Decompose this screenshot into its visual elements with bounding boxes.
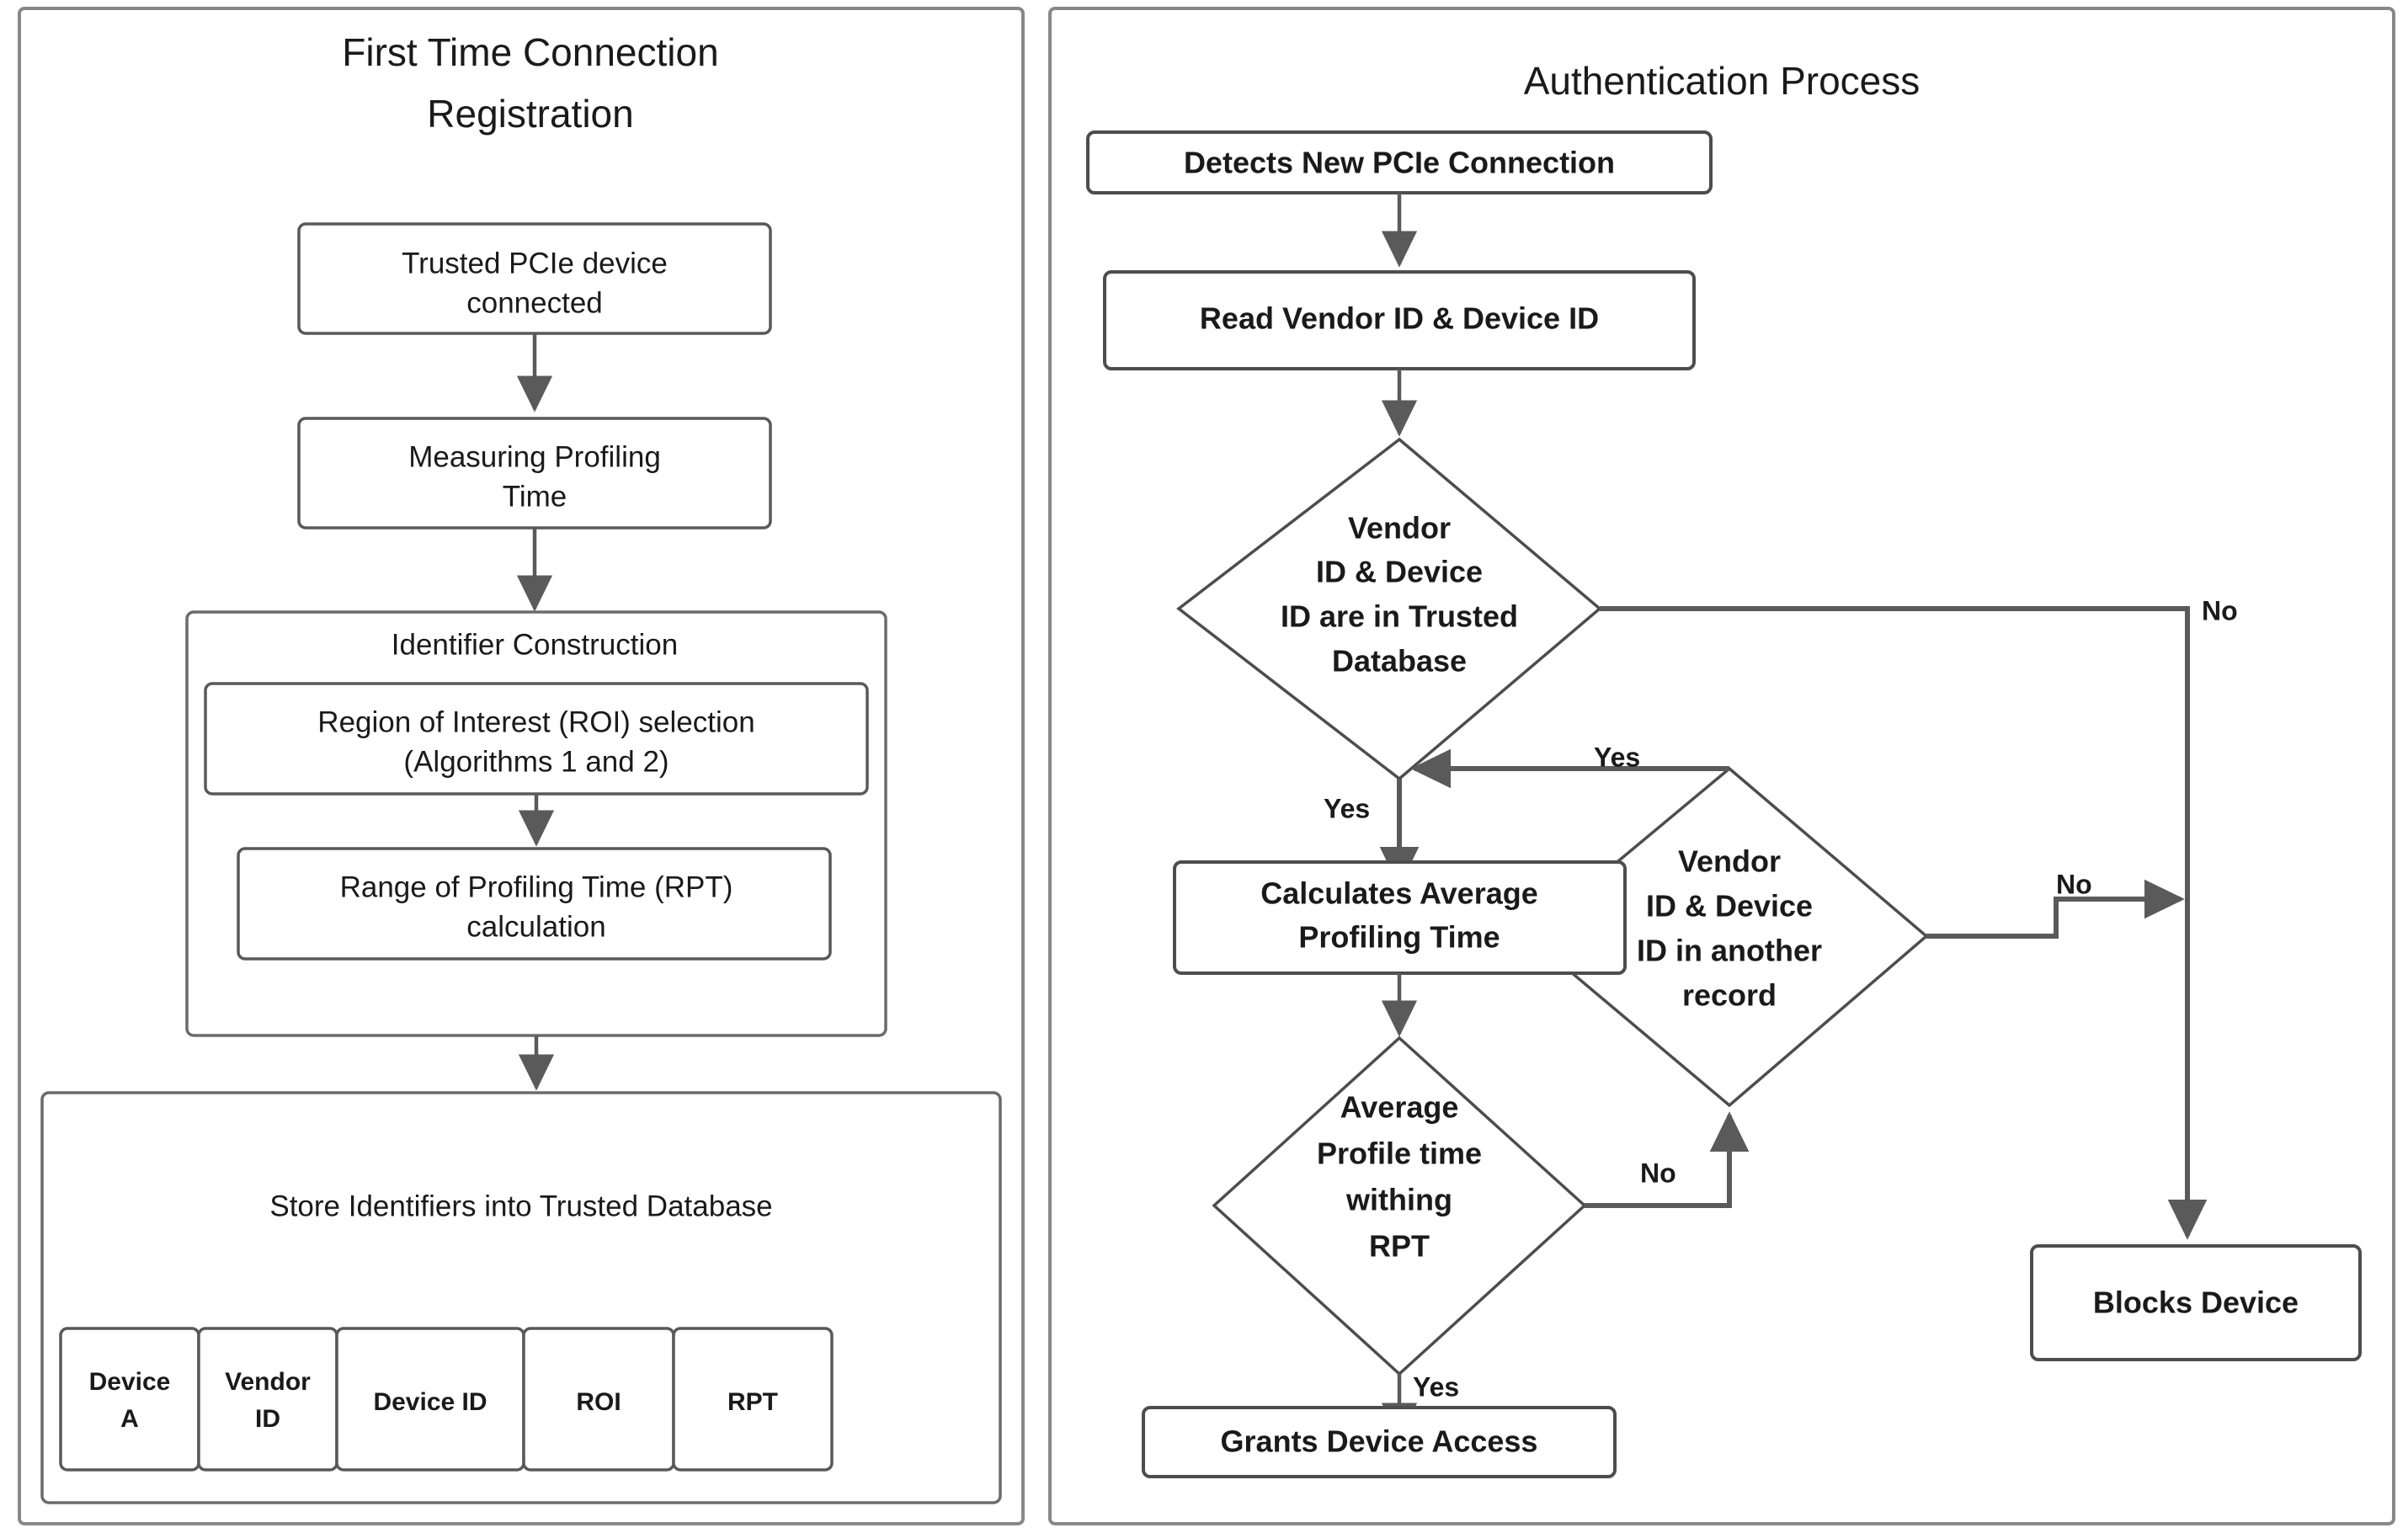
node-detects-connection-label: Detects New PCIe Connection (1184, 146, 1615, 180)
panel-authentication-title: Authentication Process (1524, 59, 1921, 103)
node-trusted-device-line1: Trusted PCIe device (402, 247, 668, 279)
node-trusted-db-check-line1: Vendor (1348, 511, 1451, 546)
table-cell-line1: Device (89, 1368, 171, 1396)
node-blocks-device[interactable] (2030, 1244, 2362, 1361)
node-another-record-check-line4: record (1682, 978, 1777, 1013)
node-within-rpt-check-line1: Average (1340, 1090, 1459, 1125)
table-cell-line1: ROI (576, 1388, 621, 1416)
edge-label-another-record-yes: Yes (1594, 742, 1640, 772)
table-cell-line1: RPT (727, 1388, 778, 1416)
node-blocks-device-label: Blocks Device (2093, 1285, 2299, 1320)
table-cell[interactable] (197, 1327, 338, 1472)
group-store-identifiers-label: Store Identifiers into Trusted Database (269, 1190, 772, 1222)
node-within-rpt-check-line2: Profile time (1317, 1136, 1482, 1171)
node-measuring-profiling-line2: Time (503, 480, 567, 513)
table-cell-line2: A (120, 1405, 139, 1433)
node-grants-access-label: Grants Device Access (1221, 1424, 1538, 1459)
edge-label-trusted-db-no: No (2202, 595, 2238, 625)
node-grants-access[interactable] (1142, 1406, 1617, 1478)
node-trusted-db-check-line4: Database (1332, 644, 1467, 679)
edge-label-another-record-no: No (2056, 869, 2092, 899)
table-cell-line2: ID (255, 1405, 280, 1433)
node-rpt-calculation[interactable] (237, 847, 832, 961)
record-table: Device A Vendor ID Device ID ROI RPT (59, 1327, 834, 1472)
node-calc-average-line1: Calculates Average (1260, 876, 1538, 911)
node-calc-average-line2: Profiling Time (1298, 920, 1500, 955)
node-roi-selection-line2: (Algorithms 1 and 2) (403, 745, 669, 778)
edge-within-rpt-no (1585, 1111, 1750, 1208)
panel-registration-title-line1: First Time Connection (342, 30, 718, 74)
edge-label-within-rpt-yes: Yes (1413, 1371, 1459, 1402)
edge-label-trusted-db-yes: Yes (1324, 793, 1370, 823)
edge-trusted-db-no (1600, 606, 2208, 1240)
node-another-record-check-line3: ID in another (1637, 934, 1822, 968)
table-cell-line1: Vendor (225, 1368, 311, 1396)
table-cell-line1: Device ID (373, 1388, 487, 1416)
node-within-rpt-check-line4: RPT (1369, 1229, 1430, 1264)
panel-registration-title-line2: Registration (427, 92, 633, 136)
node-another-record-check-line2: ID & Device (1646, 889, 1813, 924)
node-trusted-device-line2: connected (466, 286, 603, 319)
node-read-ids-label: Read Vendor ID & Device ID (1200, 301, 1599, 336)
edge-label-within-rpt-no: No (1640, 1158, 1676, 1188)
node-within-rpt-check-line3: withing (1345, 1183, 1452, 1217)
table-cell[interactable] (672, 1327, 834, 1472)
node-rpt-calculation-line2: calculation (466, 910, 605, 943)
node-another-record-check-line1: Vendor (1678, 844, 1781, 879)
node-trusted-db-check-line2: ID & Device (1316, 555, 1483, 589)
node-rpt-calculation-line1: Range of Profiling Time (RPT) (340, 870, 733, 903)
node-roi-selection-line1: Region of Interest (ROI) selection (317, 705, 754, 738)
table-cell[interactable] (59, 1327, 200, 1472)
group-identifier-construction-label: Identifier Construction (392, 628, 678, 661)
edge-another-record-no (1926, 879, 2185, 939)
node-measuring-profiling-line1: Measuring Profiling (408, 440, 661, 473)
node-trusted-db-check-line3: ID are in Trusted (1281, 599, 1518, 634)
